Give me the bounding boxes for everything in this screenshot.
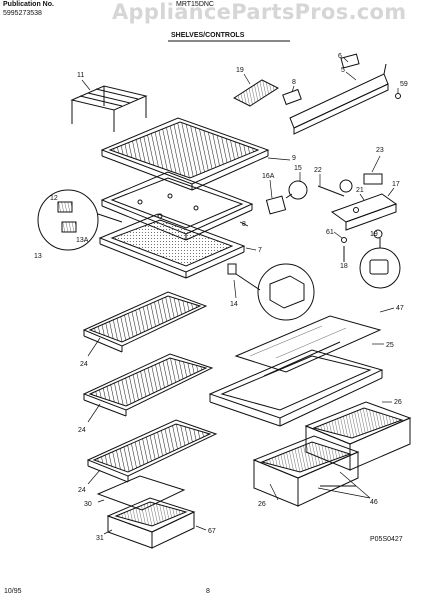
model-number: MRT15DNC — [176, 1, 214, 8]
callout-7: 7 — [258, 247, 262, 254]
control-panel-rail — [289, 63, 389, 135]
revision-date: 10/95 — [4, 588, 22, 595]
callout-8: 8 — [292, 79, 296, 86]
callout-8b: 8 — [242, 221, 246, 228]
publication-number: 5995273538 — [3, 10, 42, 17]
crisper-cover-frame — [208, 341, 384, 427]
callout-13: 13 — [34, 253, 42, 260]
callout-26b: 26 — [258, 501, 266, 508]
callout-17: 17 — [392, 181, 400, 188]
callout-30: 30 — [84, 501, 92, 508]
callout-46: 46 — [370, 499, 378, 506]
callout-23: 23 — [376, 147, 384, 154]
section-title: SHELVES/CONTROLS — [171, 32, 245, 39]
shelf-clip — [282, 88, 302, 106]
callout-labels: 11 19 8 6 5 59 9 23 22 15 16A 21 17 12 1… — [34, 53, 408, 542]
air-damper-detail — [227, 263, 315, 321]
wire-shelf-upper — [82, 291, 208, 353]
meat-keeper-pan — [106, 497, 196, 549]
lower-shelf-frame — [98, 213, 246, 279]
callout-11: 11 — [77, 72, 84, 79]
callout-47: 47 — [396, 305, 404, 312]
callout-24a: 24 — [80, 361, 88, 368]
callout-5: 5 — [341, 67, 345, 74]
control-housing — [317, 173, 398, 231]
callout-14: 14 — [230, 301, 238, 308]
leader-lines — [81, 57, 399, 535]
callout-9: 9 — [292, 155, 296, 162]
callout-24b: 24 — [78, 427, 86, 434]
callout-15: 15 — [294, 165, 302, 172]
callout-22: 22 — [314, 167, 322, 174]
callout-61: 61 — [326, 229, 334, 236]
callout-12: 12 — [50, 195, 58, 202]
callout-19: 19 — [236, 67, 244, 74]
light-socket-and-bulb — [265, 180, 308, 215]
top-shelf-assembly — [100, 117, 270, 191]
publication-label: Publication No. — [3, 1, 54, 8]
wire-shelf-middle — [82, 353, 214, 417]
control-knob — [373, 229, 383, 239]
control-knob-detail — [343, 238, 401, 289]
divider-bar — [232, 79, 280, 107]
callout-6: 6 — [338, 53, 342, 60]
callout-26a: 26 — [394, 399, 402, 406]
callout-59: 59 — [400, 81, 408, 88]
callout-13a: 13A — [76, 237, 89, 244]
drawing-code: P05S0427 — [370, 536, 403, 543]
callout-16a: 16A — [262, 173, 275, 180]
callout-31: 31 — [96, 535, 104, 542]
shelf-support-detail — [37, 189, 123, 251]
callout-25: 25 — [386, 342, 394, 349]
wire-support-rack — [70, 85, 148, 132]
crisper-drawer-right — [304, 401, 412, 471]
callout-24c: 24 — [78, 487, 86, 494]
small-screw — [341, 237, 347, 243]
crisper-cover-glass — [234, 315, 382, 373]
meat-keeper-cover — [96, 475, 186, 511]
callout-67: 67 — [208, 528, 216, 535]
callout-18: 18 — [340, 263, 348, 270]
crisper-drawer-left — [252, 435, 360, 507]
page-number: 8 — [206, 588, 210, 595]
screw — [395, 93, 401, 99]
callout-21: 21 — [356, 187, 364, 194]
watermark-text: AppliancePartsPros.com — [112, 0, 407, 24]
wire-shelf-lower — [86, 419, 218, 483]
callout-19b: 19 — [370, 231, 378, 238]
mounting-bracket — [340, 53, 360, 69]
